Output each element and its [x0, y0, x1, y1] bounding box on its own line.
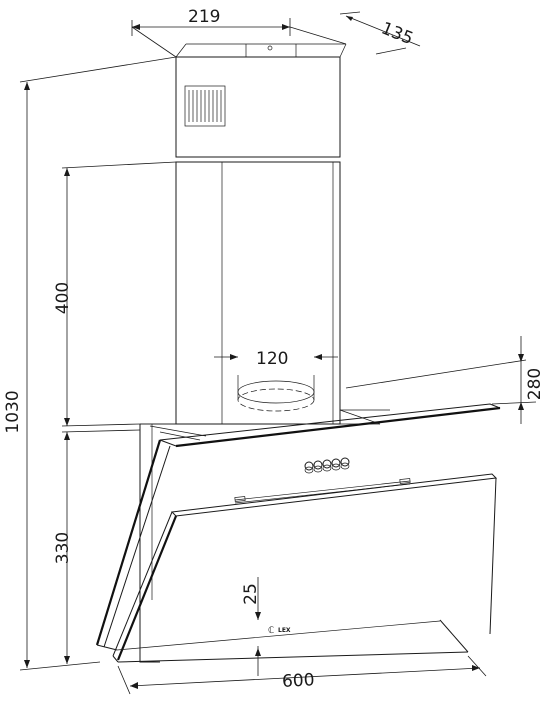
dim-chimney-depth: 135: [339, 11, 421, 55]
dim-label-25: 25: [241, 583, 261, 605]
control-button-1[interactable]: [304, 461, 314, 471]
dim-label-600: 600: [282, 670, 315, 692]
dim-label-1030: 1030: [3, 390, 23, 433]
dim-outlet-diameter: 120: [214, 349, 338, 369]
dim-hood-width: 600: [117, 655, 487, 695]
chimney-lower-front: [175, 161, 341, 425]
control-button-5[interactable]: [340, 457, 350, 467]
brand-label: LEX: [278, 627, 291, 634]
dim-total-height: 1030: [3, 56, 177, 671]
dim-bottom-gap: 25: [241, 577, 261, 676]
control-button-2[interactable]: [313, 460, 323, 470]
chimney-upper-front: [175, 56, 341, 158]
dim-label-280: 280: [525, 368, 545, 400]
vent-grille-icon: [184, 85, 226, 127]
brand-logo: ℂ LEX: [268, 626, 291, 636]
chimney: [175, 43, 347, 425]
air-outlet: [237, 380, 315, 404]
dim-label-120: 120: [256, 349, 288, 369]
control-panel: [304, 457, 350, 474]
dim-chimney-width: 219: [131, 7, 347, 58]
mounting-hole-icon: [267, 45, 273, 51]
hood-body: ℂ LEX: [95, 403, 501, 663]
dim-label-330: 330: [53, 532, 73, 564]
dim-hood-depth: 280: [345, 336, 545, 424]
glass-top-edge: [159, 403, 501, 447]
dim-label-135: 135: [378, 18, 416, 49]
control-button-4[interactable]: [331, 458, 341, 468]
dim-upper-height: 400: [53, 161, 177, 427]
dim-label-219: 219: [188, 7, 220, 27]
dim-lower-height: 330: [53, 429, 141, 664]
control-button-3[interactable]: [322, 459, 332, 469]
dim-label-400: 400: [53, 282, 73, 314]
svg-text:ℂ: ℂ: [268, 626, 274, 636]
